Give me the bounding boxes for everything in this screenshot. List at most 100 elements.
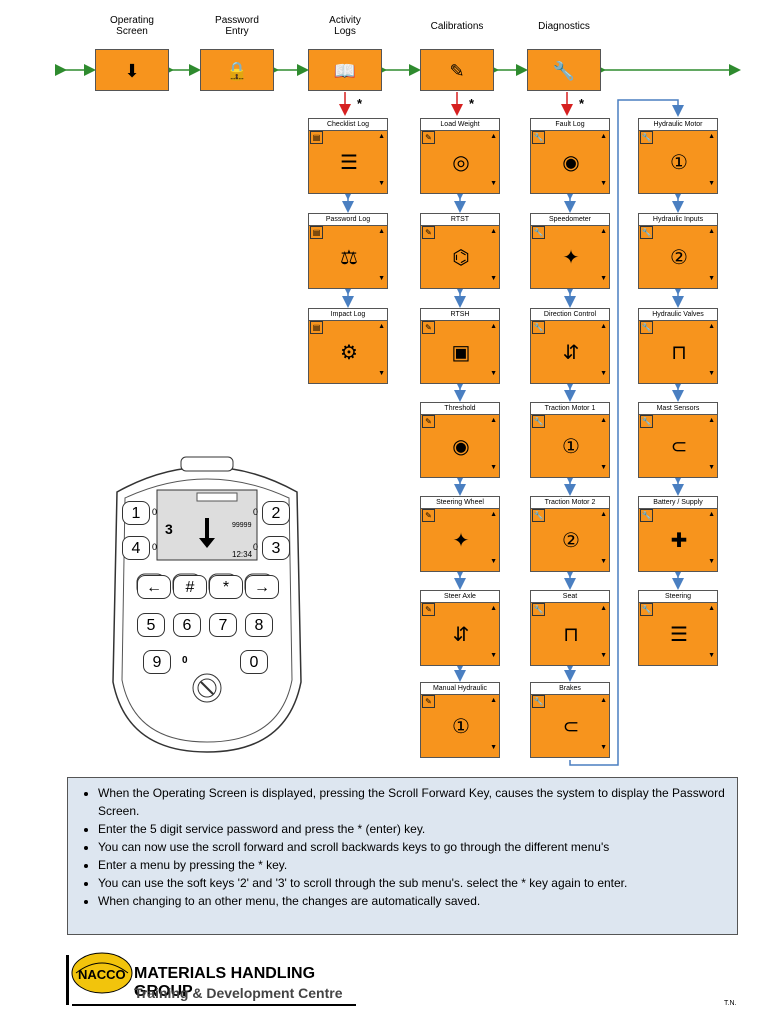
screen-icon: ✚ (670, 530, 688, 552)
scroll-down-icon: ▼ (378, 370, 385, 377)
screen-fault-log[interactable]: Fault Log🔧◉▲▼ (530, 118, 610, 194)
top-menu-tile[interactable]: 📖 (308, 49, 382, 91)
top-menu-tile[interactable]: ⬇ (95, 49, 169, 91)
instructions-box: When the Operating Screen is displayed, … (67, 777, 738, 935)
scroll-up-icon: ▲ (708, 228, 715, 235)
scroll-down-icon: ▼ (490, 464, 497, 471)
top-menu-label: Diagnostics (538, 21, 590, 32)
zero-mark: 0 (182, 655, 188, 666)
screen-manual-hydraulic[interactable]: Manual Hydraulic✎①▲▼ (420, 682, 500, 758)
screen-traction-motor-1[interactable]: Traction Motor 1🔧①▲▼ (530, 402, 610, 478)
scroll-down-icon: ▼ (600, 744, 607, 751)
screen-title: Steer Axle (421, 591, 499, 603)
screen-title: Fault Log (531, 119, 609, 131)
screen-direction-control[interactable]: Direction Control🔧⇵▲▼ (530, 308, 610, 384)
digit-key[interactable]: 0 (240, 650, 268, 674)
scroll-up-icon: ▲ (600, 605, 607, 612)
screen-checklist-log[interactable]: Checklist Log▤☰▲▼ (308, 118, 388, 194)
digit-key[interactable]: 9 (143, 650, 171, 674)
screen-impact-log[interactable]: Impact Log▤⚙▲▼ (308, 308, 388, 384)
screen-icon: ⇵ (562, 342, 580, 364)
screen-icon: ⊂ (670, 436, 688, 458)
digit-key[interactable]: 8 (245, 613, 273, 637)
screen-password-log[interactable]: Password Log▤⚖▲▼ (308, 213, 388, 289)
menu-corner-icon: ✎ (422, 415, 435, 428)
soft-key-4[interactable]: 4 (122, 536, 150, 560)
digit-key[interactable]: 5 (137, 613, 165, 637)
screen-hydraulic-inputs[interactable]: Hydraulic Inputs🔧②▲▼ (638, 213, 718, 289)
screen-hydraulic-motor[interactable]: Hydraulic Motor🔧①▲▼ (638, 118, 718, 194)
screen-icon: ① (670, 152, 688, 174)
digit-key[interactable]: 7 (209, 613, 237, 637)
menu-corner-icon: ▤ (310, 321, 323, 334)
soft-key-1[interactable]: 1 (122, 501, 150, 525)
scroll-up-icon: ▲ (708, 323, 715, 330)
screen-icon: ☰ (670, 624, 688, 646)
footer-logo: NACCO MATERIALS HANDLING GROUP Training … (66, 951, 366, 1016)
screen-steering-wheel[interactable]: Steering Wheel✎✦▲▼ (420, 496, 500, 572)
screen-icon: ① (452, 716, 470, 738)
scroll-up-icon: ▲ (490, 228, 497, 235)
scroll-up-icon: ▲ (708, 511, 715, 518)
instruction-item: When the Operating Screen is displayed, … (98, 784, 727, 820)
top-menu-tile[interactable]: ✎ (420, 49, 494, 91)
screen-title: Mast Sensors (639, 403, 717, 415)
scroll-down-icon: ▼ (378, 180, 385, 187)
screen-load-weight[interactable]: Load Weight✎◎▲▼ (420, 118, 500, 194)
screen-brakes[interactable]: Brakes🔧⊂▲▼ (530, 682, 610, 758)
scroll-down-icon: ▼ (600, 180, 607, 187)
screen-icon: ☰ (340, 152, 358, 174)
instruction-item: When changing to an other menu, the chan… (98, 892, 727, 910)
scroll-down-icon: ▼ (600, 275, 607, 282)
keypad-illustration (112, 456, 302, 753)
screen-seat[interactable]: Seat🔧⊓▲▼ (530, 590, 610, 666)
screen-mast-sensors[interactable]: Mast Sensors🔧⊂▲▼ (638, 402, 718, 478)
scroll-up-icon: ▲ (490, 323, 497, 330)
menu-corner-icon: ✎ (422, 226, 435, 239)
screen-title: Brakes (531, 683, 609, 695)
screen-rtsh[interactable]: RTSH✎▣▲▼ (420, 308, 500, 384)
screen-hydraulic-valves[interactable]: Hydraulic Valves🔧⊓▲▼ (638, 308, 718, 384)
instruction-item: You can now use the scroll forward and s… (98, 838, 727, 856)
scroll-up-icon: ▲ (600, 228, 607, 235)
scroll-up-icon: ▲ (378, 228, 385, 235)
soft-key-3[interactable]: 3 (262, 536, 290, 560)
scroll-down-icon: ▼ (378, 275, 385, 282)
screen-icon: ⊓ (563, 624, 579, 646)
screen-icon: ⊓ (671, 342, 687, 364)
scroll-up-icon: ▲ (600, 417, 607, 424)
screen-title: Password Log (309, 214, 387, 226)
screen-battery-supply[interactable]: Battery / Supply🔧✚▲▼ (638, 496, 718, 572)
menu-corner-icon: 🔧 (640, 131, 653, 144)
screen-steer-axle[interactable]: Steer Axle✎⇵▲▼ (420, 590, 500, 666)
top-menu-tile[interactable]: 🔒----- (200, 49, 274, 91)
scroll-down-icon: ▼ (490, 744, 497, 751)
screen-steering[interactable]: Steering🔧☰▲▼ (638, 590, 718, 666)
pen-icon: ✎ (449, 61, 465, 81)
nav-key[interactable]: * (209, 575, 243, 599)
screen-traction-motor-2[interactable]: Traction Motor 2🔧②▲▼ (530, 496, 610, 572)
screen-rtst[interactable]: RTST✎⌬▲▼ (420, 213, 500, 289)
screen-speedometer[interactable]: Speedometer🔧✦▲▼ (530, 213, 610, 289)
menu-corner-icon: 🔧 (640, 603, 653, 616)
logo-subtitle: Training & Development Centre (134, 985, 343, 1001)
scroll-up-icon: ▲ (708, 133, 715, 140)
password-dashes: ----- (230, 74, 244, 83)
screen-title: Impact Log (309, 309, 387, 321)
top-menu-label: Password Entry (215, 15, 259, 37)
soft-key-2[interactable]: 2 (262, 501, 290, 525)
nav-key[interactable]: → (245, 575, 279, 599)
menu-corner-icon: ✎ (422, 321, 435, 334)
screen-title: Seat (531, 591, 609, 603)
top-menu-tile[interactable]: 🔧 (527, 49, 601, 91)
screen-title: Traction Motor 2 (531, 497, 609, 509)
scroll-down-icon: ▼ (708, 652, 715, 659)
nav-key[interactable]: # (173, 575, 207, 599)
scroll-down-icon: ▼ (600, 652, 607, 659)
nav-key[interactable]: ← (137, 575, 171, 599)
menu-corner-icon: ✎ (422, 131, 435, 144)
screen-threshold[interactable]: Threshold✎◉▲▼ (420, 402, 500, 478)
scroll-down-icon: ▼ (600, 558, 607, 565)
screen-title: Load Weight (421, 119, 499, 131)
digit-key[interactable]: 6 (173, 613, 201, 637)
